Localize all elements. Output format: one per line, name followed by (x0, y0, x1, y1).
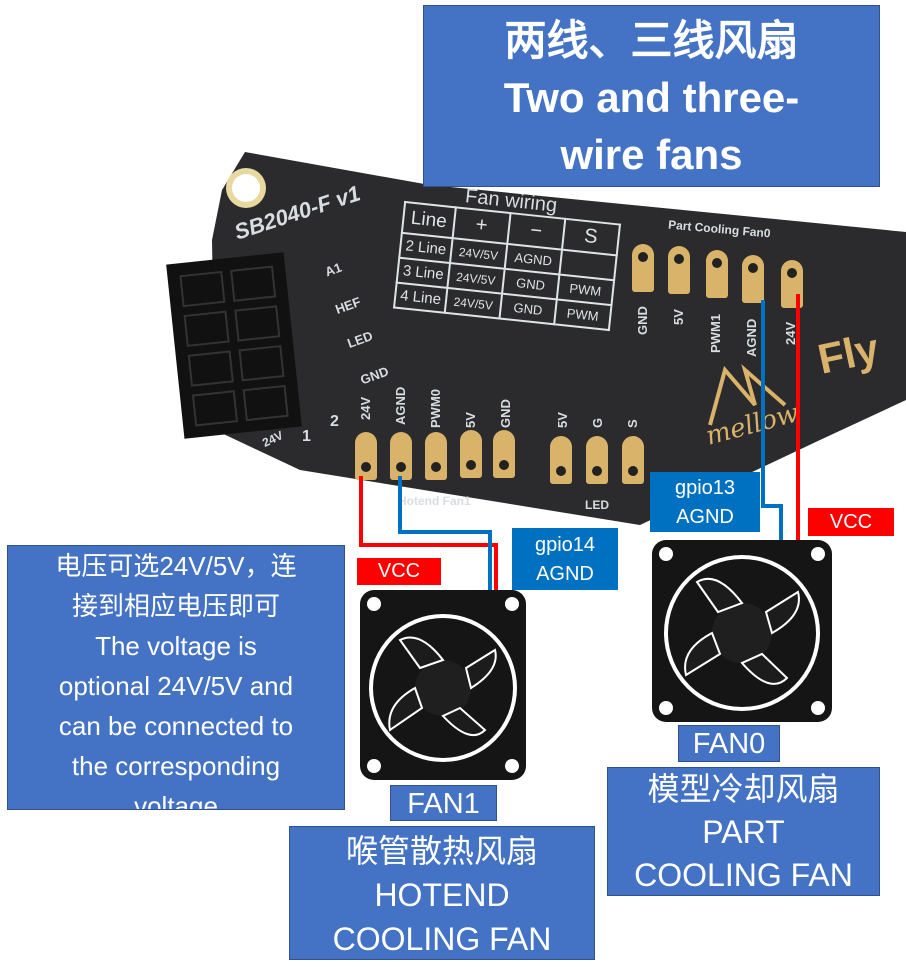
hotend-fan-group-label: Hotend Fan1 (398, 494, 471, 508)
red-wire-fan1 (359, 476, 498, 598)
gpio13-agnd: AGND (676, 506, 734, 528)
gpio13-label: gpio13 AGND (650, 472, 760, 532)
fan0-label: FAN0 (678, 725, 780, 762)
note-line: The voltage is (95, 631, 257, 661)
gpio14-pin: gpio14 (534, 534, 596, 556)
side-label: 1 (302, 428, 311, 445)
hotend-fan-box: 喉管散热风扇 HOTEND COOLING FAN (289, 826, 595, 960)
pad (622, 436, 644, 484)
mellow-logo-mark (708, 364, 787, 426)
led-group-label: LED (585, 498, 609, 512)
pad (706, 250, 728, 298)
gpio14-agnd: AGND (536, 563, 594, 585)
pad (550, 436, 572, 484)
pad (460, 430, 482, 478)
title-en-1: Two and three- (503, 74, 800, 121)
blue-wire-fan0 (761, 300, 783, 545)
pad (425, 432, 447, 480)
title-cn: 两线、三线风扇 (504, 17, 799, 64)
part-cn: 模型冷却风扇 (647, 771, 840, 807)
voltage-note-box: 电压可选24V/5V，连 接到相应电压即可 The voltage is opt… (7, 545, 345, 810)
note-line: optional 24V/5V and (58, 671, 294, 701)
note-line: voltage (134, 791, 218, 810)
hotend-cn: 喉管散热风扇 (345, 833, 538, 869)
vcc-label-left: VCC (357, 558, 441, 585)
pad (355, 432, 377, 480)
note-line: can be connected to (58, 711, 294, 741)
fan1-label: FAN1 (390, 785, 497, 821)
note-line: 接到相应电压即可 (71, 591, 280, 621)
hotend-en-2: COOLING FAN (332, 921, 552, 957)
note-line: the corresponding (71, 751, 281, 781)
pad (668, 246, 690, 294)
title-en-2: wire fans (560, 131, 743, 178)
pad (742, 255, 764, 303)
gpio14-label: gpio14 AGND (512, 528, 618, 590)
fan0-image (652, 540, 832, 722)
gpio13-pin: gpio13 (674, 477, 736, 499)
blue-wire-fan1 (398, 476, 492, 598)
hotend-en-1: HOTEND (374, 877, 510, 913)
part-en-1: PART (702, 814, 785, 850)
part-en-2: COOLING FAN (634, 857, 853, 893)
vcc-label-right: VCC (808, 508, 894, 536)
note-line: 电压可选24V/5V，连 (55, 551, 297, 581)
fan1-image (360, 590, 526, 780)
part-fan-box: 模型冷却风扇 PART COOLING FAN (607, 767, 880, 896)
pad (632, 244, 654, 292)
side-label: 2 (330, 413, 339, 430)
pad (390, 432, 412, 480)
pad (493, 430, 515, 478)
pad (586, 436, 608, 484)
title-box: 两线、三线风扇 Two and three- wire fans (423, 5, 880, 187)
